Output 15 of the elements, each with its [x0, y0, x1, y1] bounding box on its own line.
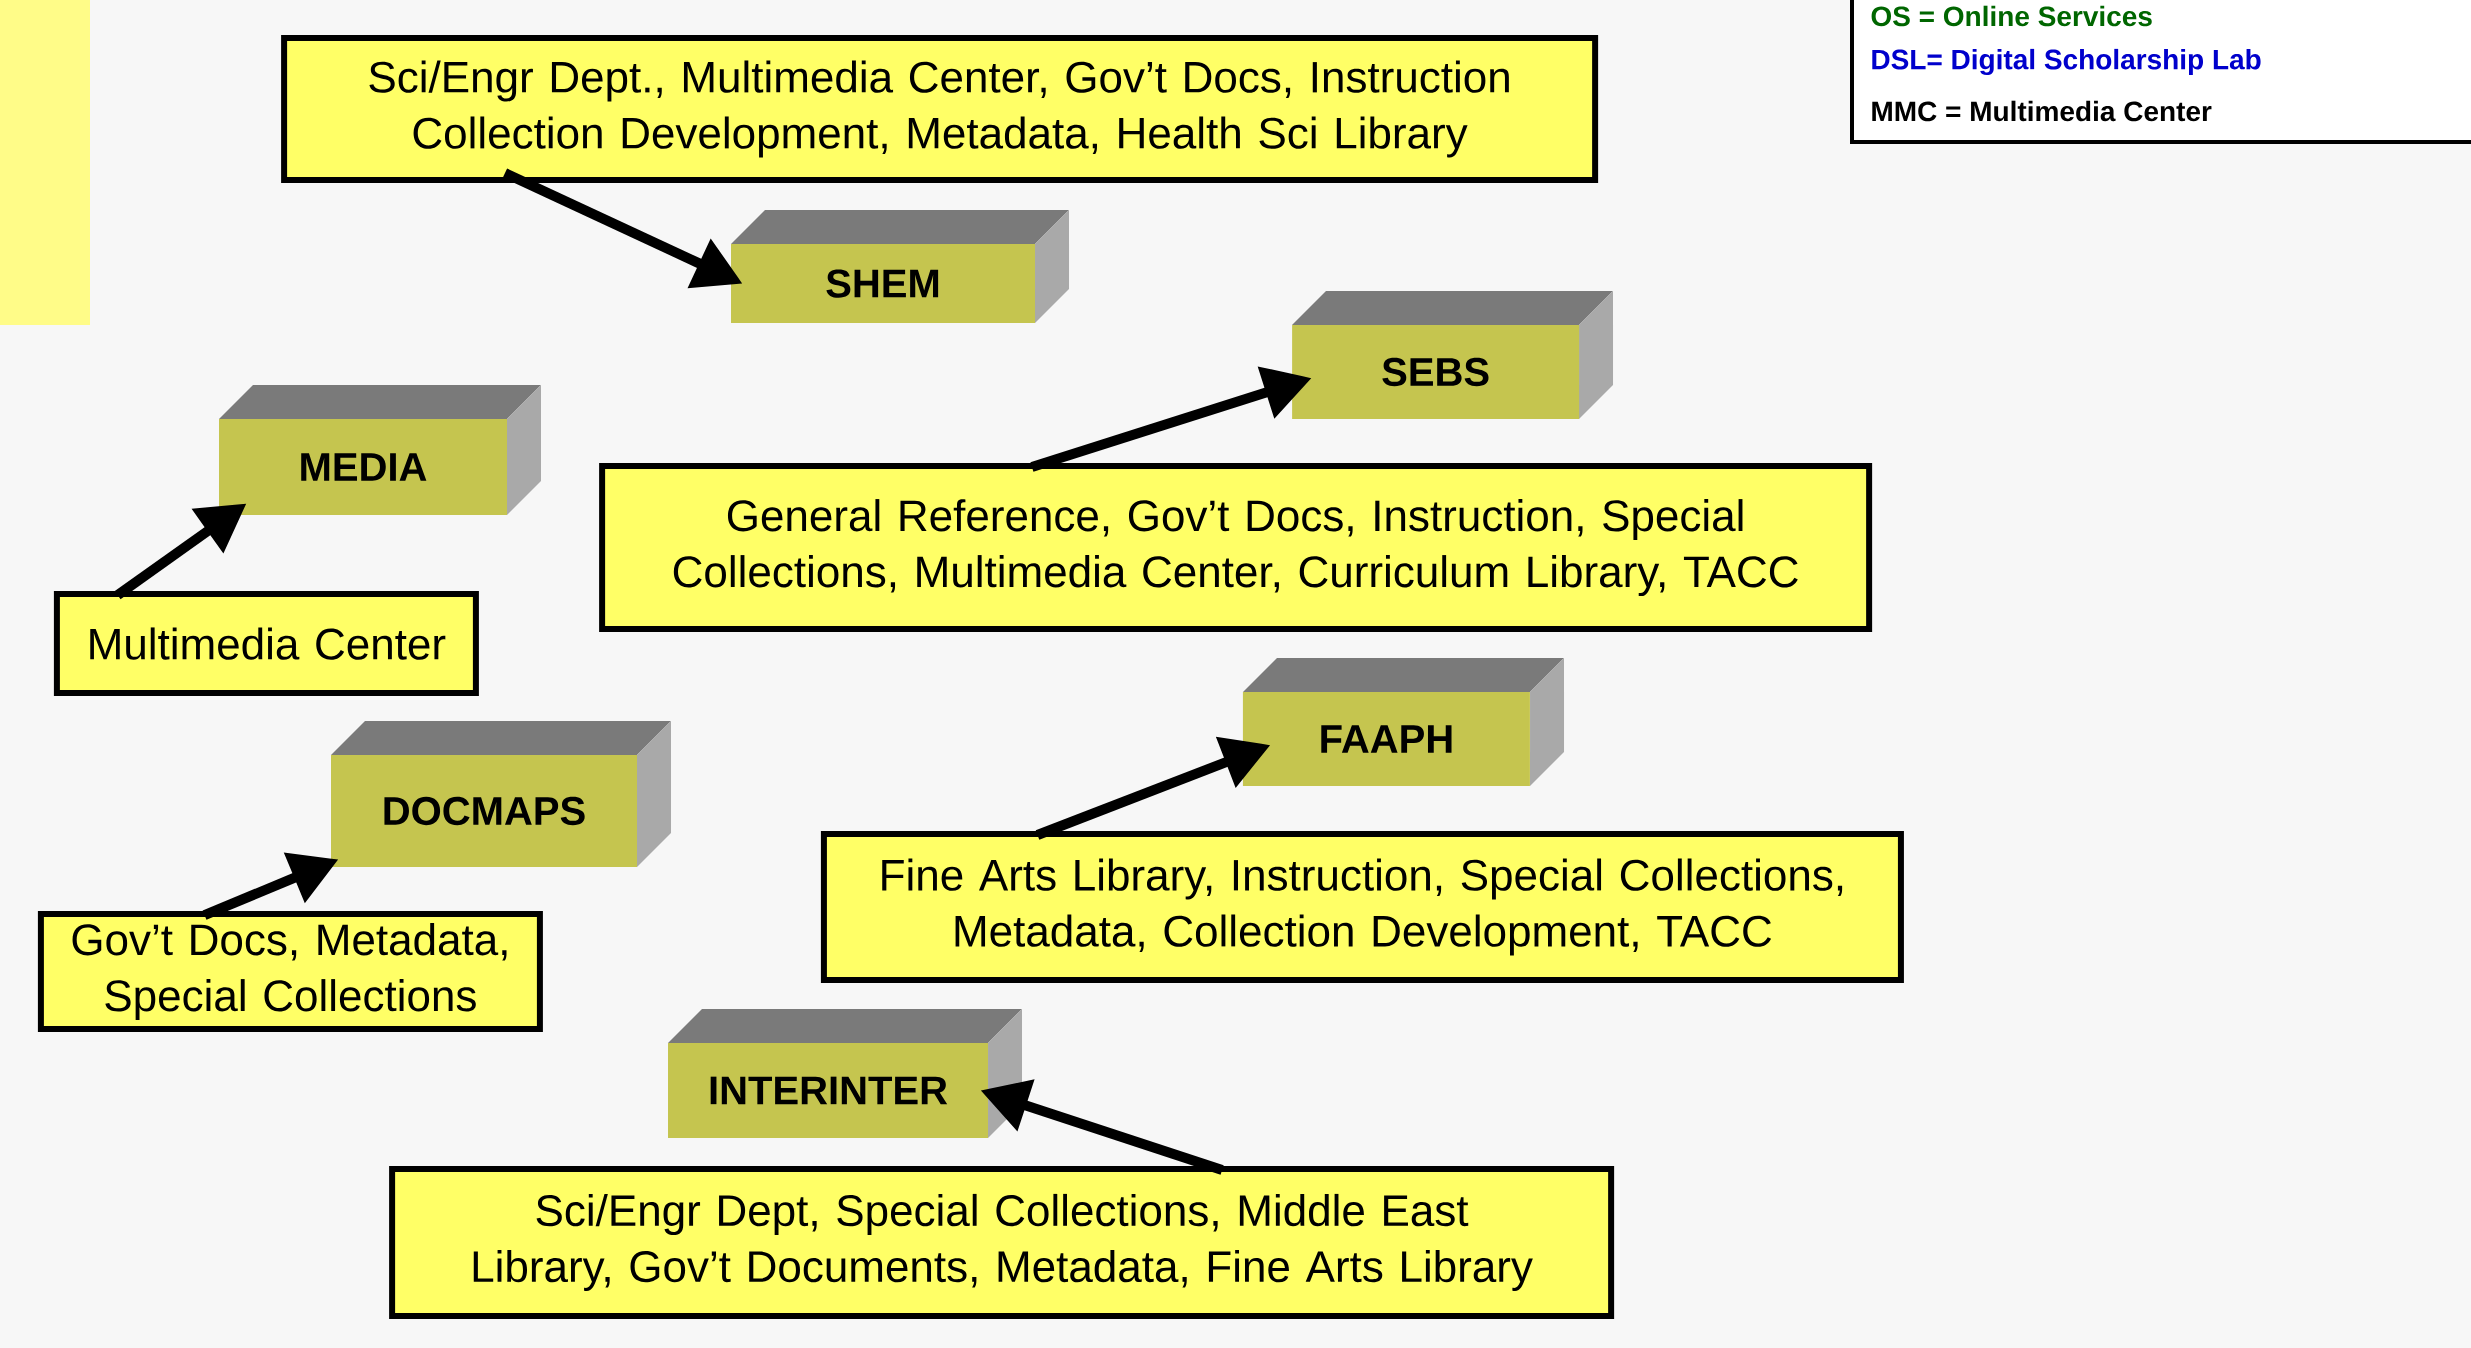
legend-text: MMC = Multimedia Center	[1872, 100, 2212, 122]
text-box: Sci/Engr Dept., Multimedia Center, Gov’t Docs, Instruction Collection Development, Metadata, Health Sci Library	[281, 35, 1599, 183]
legend-text: DSL= Digital Scholarship Lab	[1872, 48, 2261, 76]
text-box: Multimedia Center	[53, 591, 479, 697]
block: SEBS	[1292, 291, 1613, 419]
block: MEDIA	[219, 385, 541, 515]
block: DOCMAPS	[331, 721, 671, 867]
text-box: Fine Arts Library, Instruction, Special Collections, Metadata, Collection Development, TACC	[820, 831, 1904, 983]
block: FAAPH	[1242, 658, 1565, 786]
text-box: General Reference, Gov’t Docs, Instruction, Special Collections, Multimedia Center, Curriculum Library, TACC	[599, 463, 1873, 633]
block: SHEM	[731, 210, 1069, 324]
text-box: Gov’t Docs, Metadata, Special Collections	[37, 911, 543, 1033]
legend-text: OS = Online Services	[1871, 5, 2152, 27]
block: INTERINTER	[668, 1009, 1022, 1138]
text-box: Sci/Engr Dept, Special Collections, Middle East Library, Gov’t Documents, Metadata, Fine Arts Library	[389, 1165, 1615, 1319]
